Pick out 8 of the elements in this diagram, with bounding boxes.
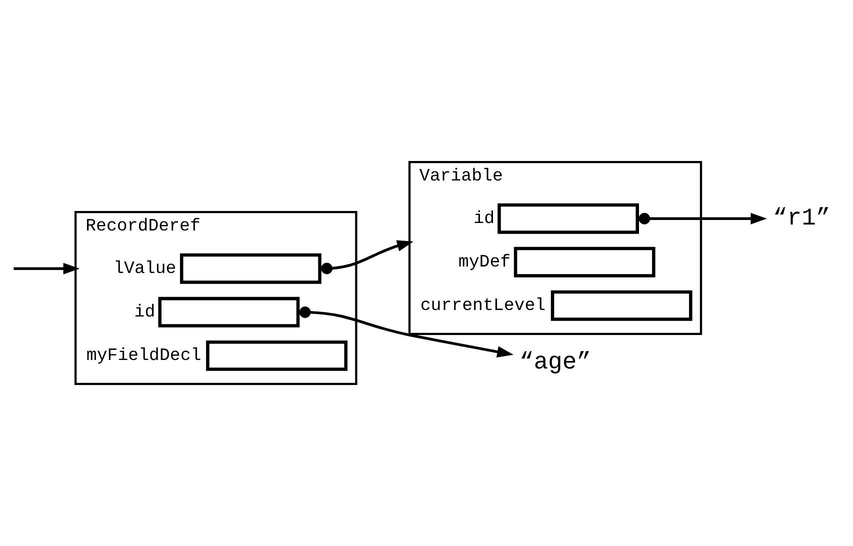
- node-text: “r1”: [772, 206, 830, 233]
- node-label: lValue: [114, 260, 176, 279]
- node-text: “age”: [519, 349, 592, 376]
- node-label: myFieldDecl: [86, 346, 202, 366]
- node-label: myDef: [458, 253, 511, 272]
- node-label: id: [474, 210, 495, 229]
- node-label: id: [134, 303, 156, 322]
- node-label: currentLevel: [420, 296, 546, 316]
